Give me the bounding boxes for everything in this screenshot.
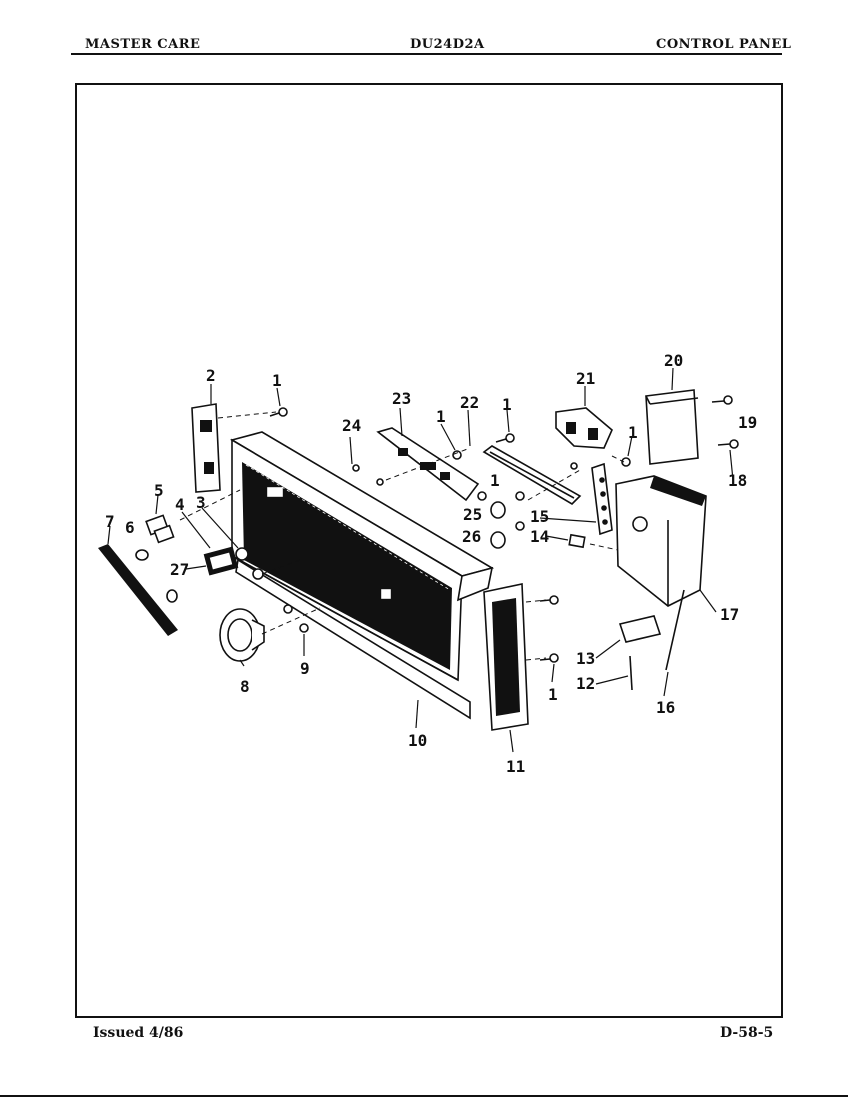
- callout-12: 12: [576, 674, 595, 693]
- connectors: [568, 533, 685, 691]
- callout-1e: 1: [628, 423, 638, 442]
- control-panel-body: [229, 431, 495, 720]
- callout-4: 4: [175, 495, 185, 514]
- callout-1d: 1: [490, 471, 500, 490]
- callout-26: 26: [462, 527, 481, 546]
- control-knob: [219, 608, 265, 662]
- header-brand: MASTER CARE: [85, 37, 201, 52]
- callout-1f: 1: [548, 685, 558, 704]
- timer-cover: [645, 389, 699, 465]
- issued-date: Issued 4/86: [93, 1025, 184, 1041]
- callout-17: 17: [720, 605, 739, 624]
- callout-18: 18: [728, 471, 747, 490]
- callout-19: 19: [738, 413, 757, 432]
- switch-block: [555, 407, 613, 449]
- terminal-strip: [591, 462, 613, 536]
- callout-2: 2: [206, 366, 216, 385]
- callout-25: 25: [463, 505, 482, 524]
- callout-21: 21: [576, 369, 595, 388]
- callout-15: 15: [530, 507, 549, 526]
- leader-lines: [107, 367, 734, 753]
- callout-1b: 1: [436, 407, 446, 426]
- diagram-frame: [75, 83, 783, 1018]
- switch-rail: [482, 445, 582, 506]
- callout-20: 20: [664, 351, 683, 370]
- callout-27: 27: [170, 560, 189, 579]
- callout-22: 22: [460, 393, 479, 412]
- callout-1: 1: [272, 371, 282, 390]
- callout-14: 14: [530, 527, 549, 546]
- screws: [269, 395, 739, 663]
- end-cap: [483, 583, 529, 731]
- header-model: DU24D2A: [410, 37, 485, 52]
- callout-6: 6: [125, 518, 135, 537]
- callout-13: 13: [576, 649, 595, 668]
- circuit-board: [376, 427, 480, 502]
- timer-assembly: [615, 475, 707, 607]
- callout-23: 23: [392, 389, 411, 408]
- callout-9: 9: [300, 659, 310, 678]
- callout-1c: 1: [502, 395, 512, 414]
- page-number: D-58-5: [720, 1025, 774, 1041]
- callout-5: 5: [154, 481, 164, 500]
- callout-3: 3: [196, 493, 206, 512]
- header-rule: [71, 53, 782, 55]
- header-section: CONTROL PANEL: [656, 37, 792, 52]
- callout-10: 10: [408, 731, 427, 750]
- callout-24: 24: [342, 416, 361, 435]
- callout-8: 8: [240, 677, 250, 696]
- left-bracket: [191, 403, 221, 493]
- callout-labels: 1 2 3 4 5 6 7 27 8 9 10 11 24 23 1 22 1 …: [105, 351, 757, 776]
- callout-11: 11: [506, 757, 525, 776]
- callout-16: 16: [656, 698, 675, 717]
- small-parts: [135, 514, 264, 603]
- footer-rule: [0, 1095, 848, 1097]
- button-strip: [98, 544, 178, 636]
- assembly-lines: [179, 411, 625, 661]
- callout-7: 7: [105, 512, 115, 531]
